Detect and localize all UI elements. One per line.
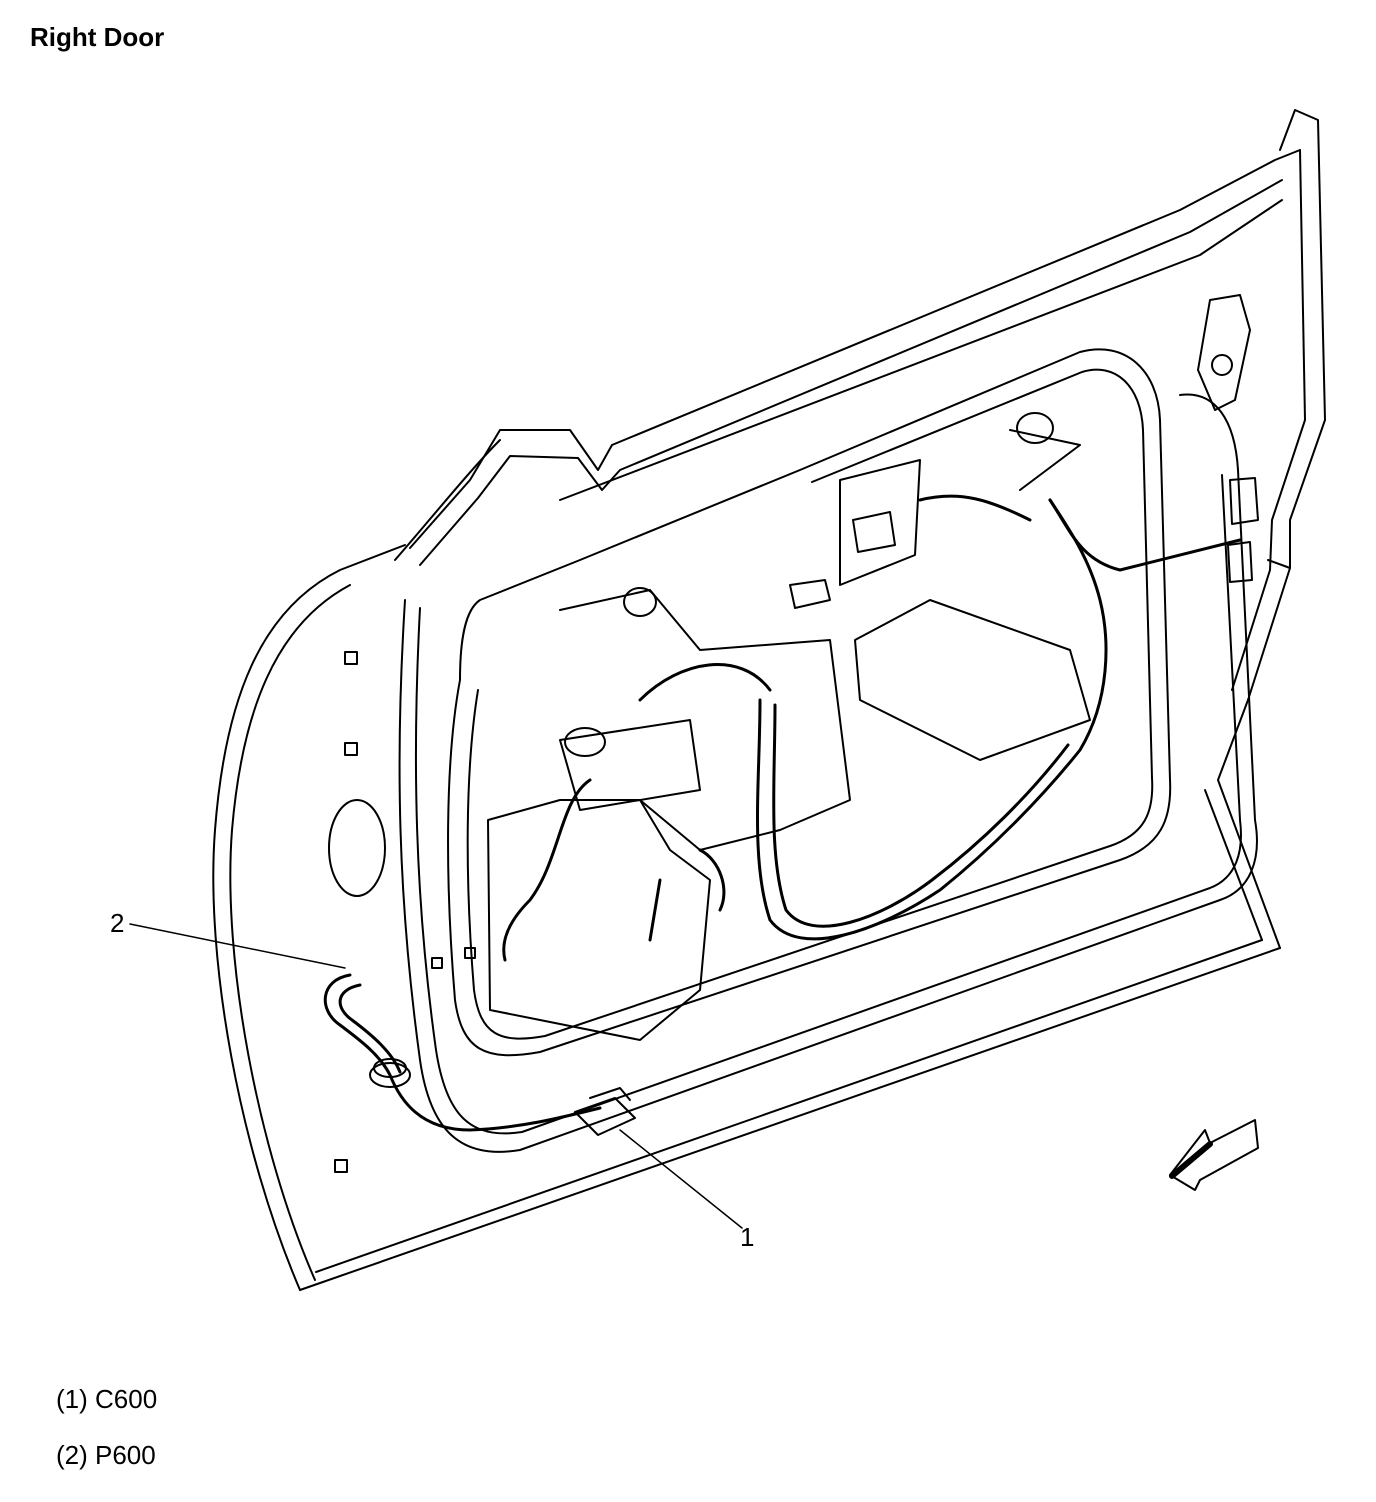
window-frame [394, 149, 1301, 566]
callout-leaders [129, 923, 743, 1229]
callout-2-leader [129, 923, 346, 969]
panel-holes [328, 651, 476, 1173]
legend: (1) C600 (2) P600 [56, 1382, 157, 1494]
front-direction-arrow-icon [1169, 1119, 1259, 1191]
door-latch [1197, 294, 1259, 583]
c600-connector [574, 1087, 636, 1136]
callout-1-number: 1 [740, 1222, 755, 1252]
diagram-title: Right Door [30, 22, 165, 52]
callout-2-number: 2 [110, 908, 125, 938]
p600-grommet [369, 1058, 411, 1088]
legend-item-c600: (1) C600 [56, 1384, 158, 1414]
door-outer-frame [212, 109, 1326, 1291]
legend-item-p600: (2) P600 [56, 1440, 156, 1470]
callout-1-leader [619, 1129, 743, 1229]
inner-panel [398, 348, 1258, 1153]
window-motor [559, 412, 1054, 811]
wiring-harness [323, 494, 1242, 1132]
